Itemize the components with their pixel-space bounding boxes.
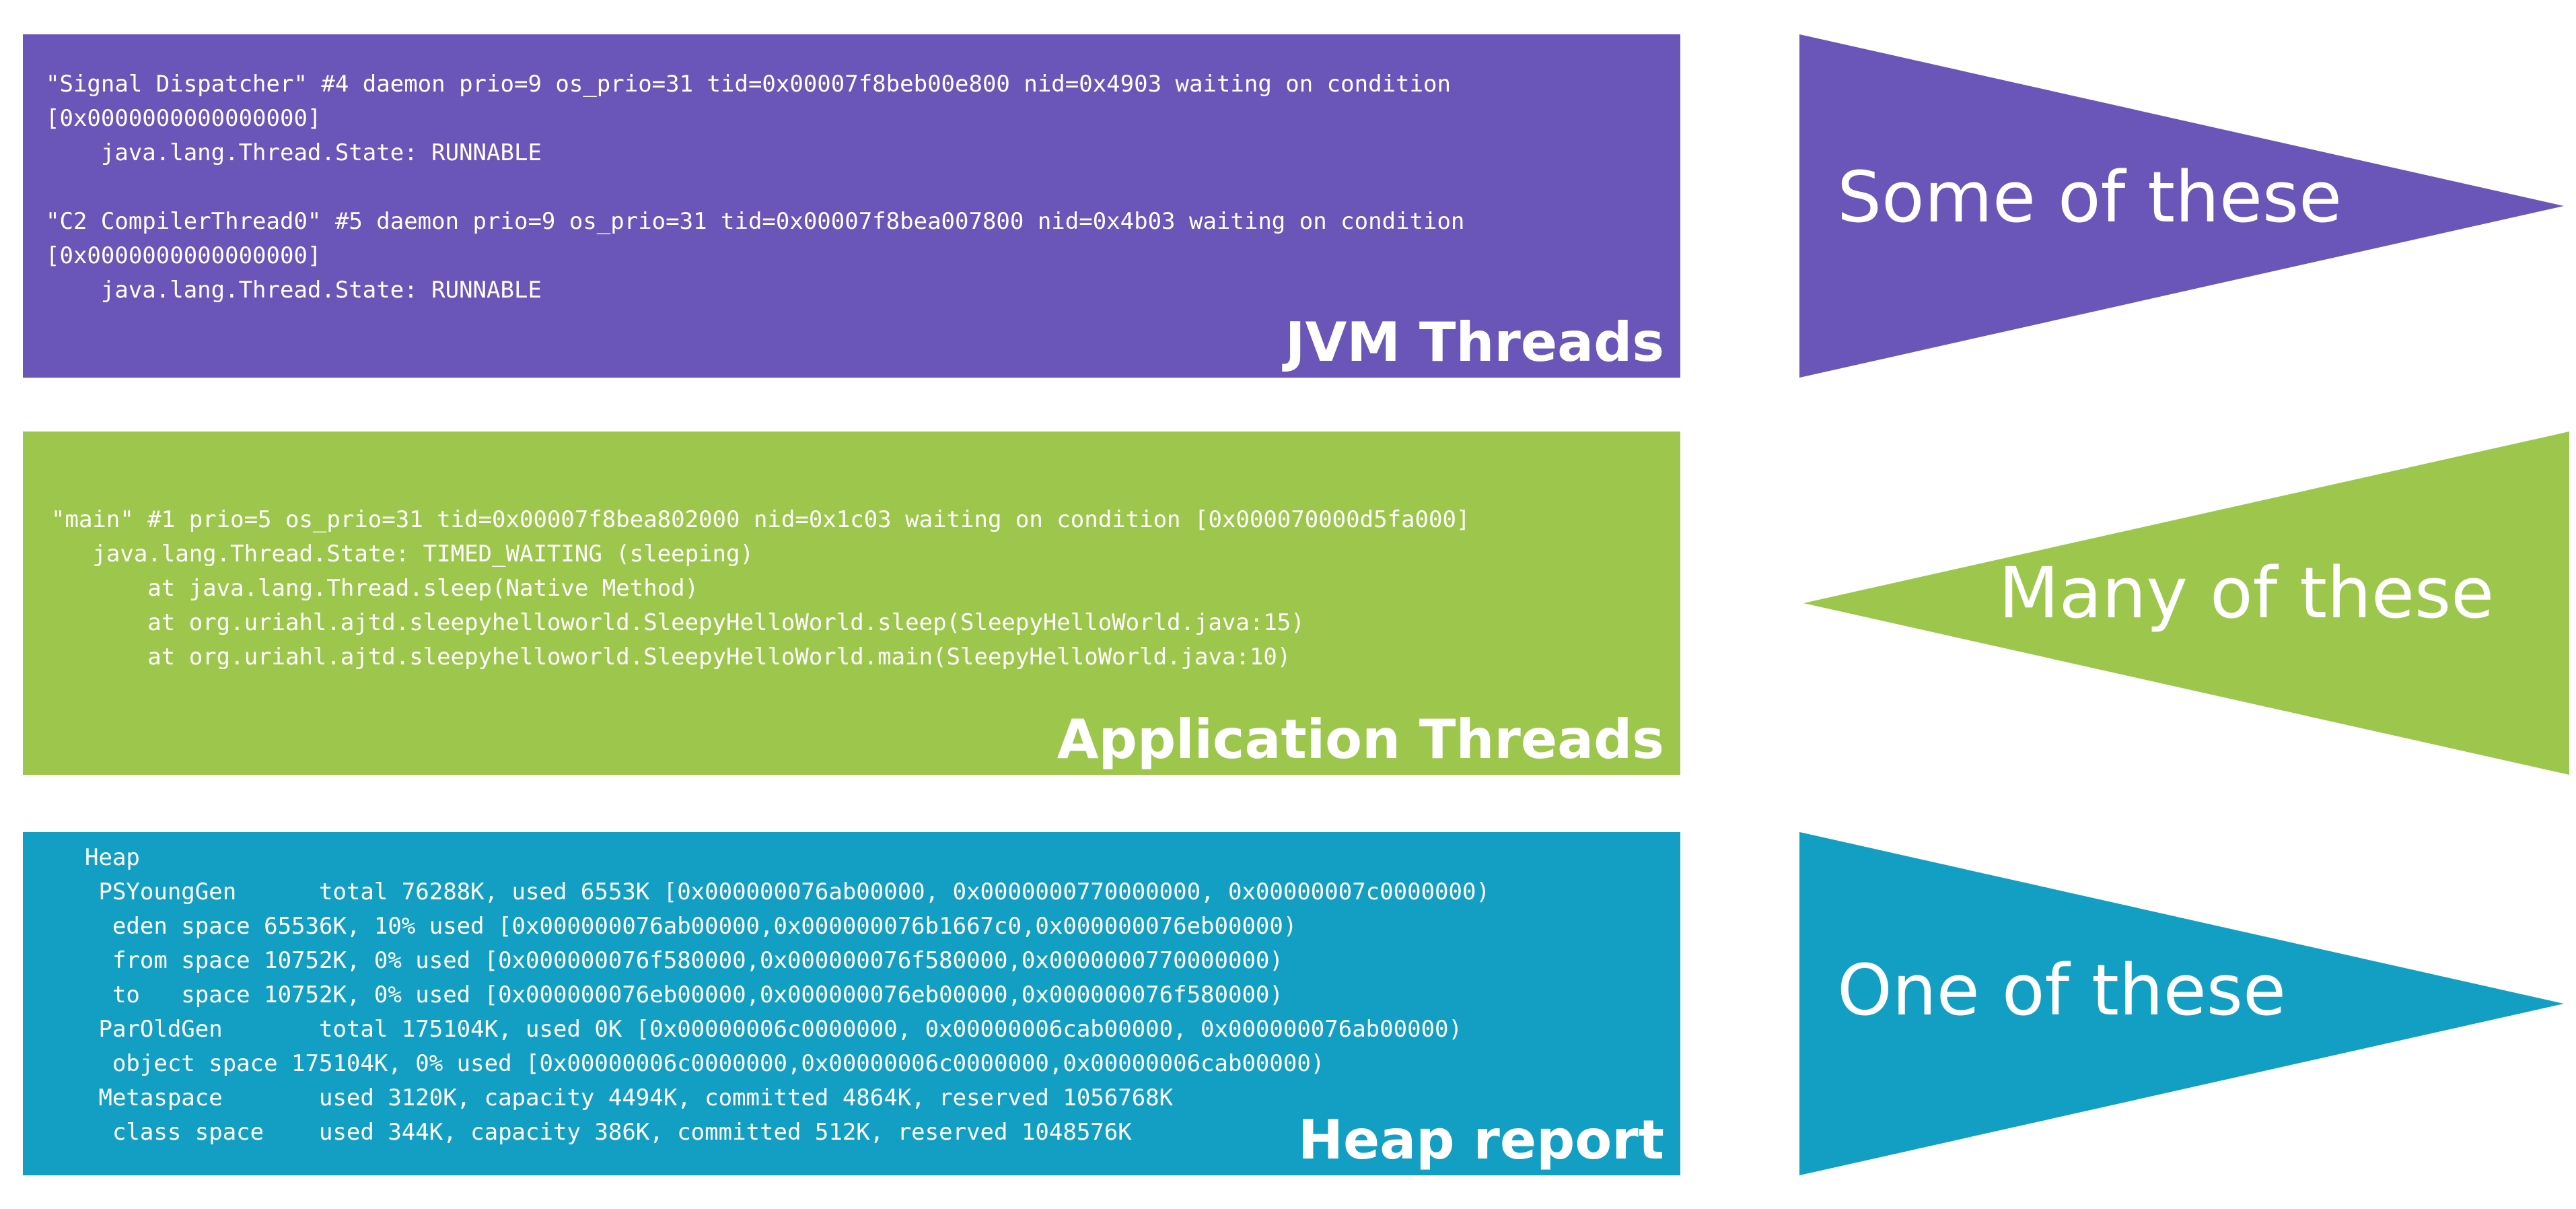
heap-report-panel: Heap PSYoungGen total 76288K, used 6553K…	[23, 832, 1680, 1175]
many-of-these-arrow: Many of these	[1783, 431, 2576, 808]
jvm-threads-dump: "Signal Dispatcher" #4 daemon prio=9 os_…	[46, 71, 1465, 304]
jvm-threads-title: JVM Threads	[1285, 311, 1664, 374]
one-of-these-arrow: One of these	[1783, 832, 2576, 1209]
heap-report-dump: Heap PSYoungGen total 76288K, used 6553K…	[85, 844, 1490, 1146]
application-threads-dump: "main" #1 prio=5 os_prio=31 tid=0x00007f…	[51, 506, 1470, 670]
left-pointing-triangle-icon	[1803, 431, 2569, 775]
jvm-threads-panel: "Signal Dispatcher" #4 daemon prio=9 os_…	[23, 34, 1680, 378]
many-of-these-label: Many of these	[1999, 552, 2495, 634]
one-of-these-label: One of these	[1837, 949, 2286, 1031]
application-threads-title: Application Threads	[1057, 708, 1664, 771]
some-of-these-label: Some of these	[1837, 156, 2342, 238]
heap-report-title: Heap report	[1298, 1109, 1664, 1171]
right-pointing-triangle-icon	[1799, 832, 2564, 1175]
application-threads-panel: "main" #1 prio=5 os_prio=31 tid=0x00007f…	[23, 431, 1680, 775]
right-pointing-triangle-icon	[1799, 34, 2564, 378]
some-of-these-arrow: Some of these	[1783, 34, 2576, 411]
